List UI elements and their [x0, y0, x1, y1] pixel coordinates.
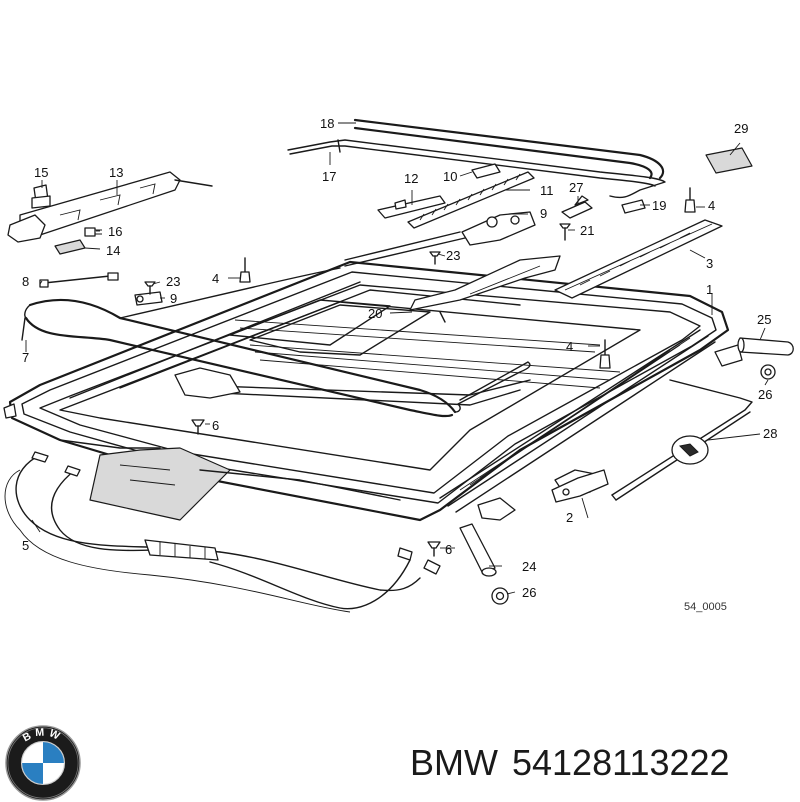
callout-16: 15	[34, 165, 48, 180]
callout-labels: 18 17 15 13 12 10 11 27 29 19 4 9 16 21 …	[22, 116, 777, 613]
cover-27	[561, 195, 593, 219]
grommet-26-bottom	[491, 587, 509, 605]
callout-22: 21	[580, 223, 594, 238]
brand-name: BMW	[410, 742, 498, 783]
part-caption: BMW 54128113222	[410, 738, 795, 788]
cover-plate-3	[554, 219, 723, 299]
sunroof-seal	[24, 267, 531, 418]
pin-4-mid	[599, 339, 611, 369]
cable-end-8	[39, 272, 119, 288]
callout-19: 18	[320, 116, 334, 131]
slider-15	[54, 239, 86, 255]
callout-13: 12	[404, 171, 418, 186]
screw-23-upper	[144, 281, 156, 295]
sunroof-frame	[3, 260, 743, 522]
screw-6-upper	[191, 419, 205, 435]
callout-4-left: 4	[212, 271, 219, 286]
leader-lines	[25, 122, 769, 595]
callout-14: 13	[109, 165, 123, 180]
grommet-26-right	[760, 364, 776, 380]
callout-23-upper: 23	[166, 274, 180, 289]
drive-unit-10	[344, 211, 536, 267]
part-number: 54128113222	[511, 742, 730, 783]
bmw-logo: BMW	[5, 725, 81, 801]
callout-4-top-right: 4	[708, 198, 715, 213]
rack-12	[407, 171, 535, 229]
drawing-code: 54_0005	[684, 601, 727, 613]
clamp-9	[134, 291, 163, 306]
callout-23-lower: 23	[446, 248, 460, 263]
callout-2: 2	[566, 510, 573, 525]
clip-16	[31, 184, 51, 209]
lever-13	[377, 195, 446, 219]
guide-rail-18	[287, 139, 666, 199]
callout-26-right: 26	[758, 387, 772, 402]
callout-25: 25	[757, 312, 771, 327]
callout-5: 5	[22, 538, 29, 553]
drive-cables-5	[4, 451, 441, 613]
callout-18: 17	[322, 169, 336, 184]
callout-6-lower: 6	[445, 542, 452, 557]
callout-20: 19	[652, 198, 666, 213]
callout-10: 9	[540, 206, 547, 221]
screw-22	[559, 223, 571, 241]
drain-hose-25	[737, 337, 794, 356]
seal-corner-7	[21, 317, 26, 341]
callout-11: 10	[443, 169, 457, 184]
callout-4-mid: 4	[566, 339, 573, 354]
callout-1: 1	[706, 282, 713, 297]
callout-26-bottom: 26	[522, 585, 536, 600]
guide-bracket-14	[7, 171, 213, 243]
guide-21	[409, 255, 561, 323]
callout-15: 14	[106, 243, 120, 258]
callout-6-upper: 6	[212, 418, 219, 433]
callout-17: 16	[108, 224, 122, 239]
callout-29: 29	[734, 121, 748, 136]
pin-4-left	[239, 257, 251, 283]
tape-badge-28	[671, 435, 709, 465]
screw-17	[84, 227, 102, 237]
drain-tube-24	[459, 523, 497, 577]
logo-quarters	[20, 740, 66, 786]
screw-6-lower	[427, 541, 441, 557]
pin-4-right-top	[684, 187, 696, 213]
logo-letters: BMW	[21, 726, 65, 744]
screw-23-lower	[429, 251, 441, 265]
callout-21: 20	[368, 306, 382, 321]
block-11	[471, 163, 501, 179]
callout-9: 9	[170, 291, 177, 306]
callout-8: 8	[22, 274, 29, 289]
callout-12: 11	[540, 183, 554, 198]
bracket-2	[551, 469, 609, 503]
callout-27: 27	[569, 180, 583, 195]
callout-7: 7	[22, 350, 29, 365]
slide-block-20	[621, 199, 646, 214]
seal-strip-19	[353, 118, 665, 180]
callout-3: 3	[706, 256, 713, 271]
callout-24: 24	[522, 559, 536, 574]
callout-28: 28	[763, 426, 777, 441]
pad-29	[705, 147, 753, 174]
